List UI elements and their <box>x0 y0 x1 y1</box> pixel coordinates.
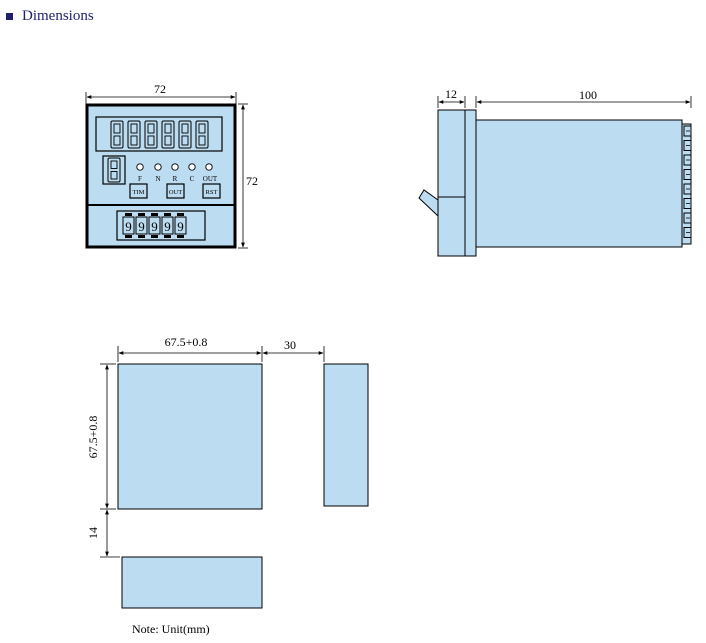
led-r-icon <box>171 163 179 171</box>
main-digit <box>127 120 141 149</box>
thumbwheel-digit: 9 <box>138 219 145 234</box>
thumbwheel-tab-top <box>138 213 145 216</box>
rst-button-label: RST <box>206 189 218 196</box>
thumbwheel-digit-box[interactable] <box>174 216 187 235</box>
side-view: 12 100 <box>418 87 692 257</box>
tim-button-label: TIM <box>133 189 145 196</box>
front-view: 72 72 F N R C OUT TIM <box>85 82 258 249</box>
main-display-digits <box>110 120 209 149</box>
thumbwheel-digit-box[interactable] <box>148 216 161 235</box>
led-out-icon <box>205 163 213 171</box>
horizontal-gap-label: 30 <box>284 338 296 352</box>
thumbwheel-tab-bottom <box>151 235 158 238</box>
vertical-gap-label: 14 <box>86 527 100 539</box>
thumbwheel-tab-bottom <box>138 235 145 238</box>
main-digit <box>195 120 209 149</box>
main-digit <box>110 120 124 149</box>
cutout-adjacent-below <box>121 556 263 609</box>
thumbwheel-tab-bottom <box>177 235 184 238</box>
section-title: Dimensions <box>22 7 94 24</box>
main-display <box>95 116 223 152</box>
side-bezel <box>437 109 466 257</box>
bezel-depth-label: 12 <box>445 87 457 101</box>
tim-button[interactable]: TIM <box>129 183 148 199</box>
unit-note: Note: Unit(mm) <box>132 622 210 636</box>
thumbwheel-digit: 9 <box>151 219 158 234</box>
cutout-height-label: 67.5+0.8 <box>86 416 100 459</box>
section-header: Dimensions <box>6 5 94 27</box>
panel-cutout-view: 67.5+0.8 30 67.5+0.8 14 <box>86 335 369 609</box>
thumbwheel-digit-box[interactable] <box>161 216 174 235</box>
body-depth-label: 100 <box>579 88 597 102</box>
main-digit <box>144 120 158 149</box>
thumbwheel-tab-top <box>151 213 158 216</box>
thumbwheel-digit: 9 <box>125 219 132 234</box>
sub-digit <box>107 157 121 183</box>
thumbwheel-digit: 9 <box>177 219 184 234</box>
terminal-screws <box>683 125 692 238</box>
thumbwheel-tab-bottom <box>125 235 132 238</box>
front-height-label: 72 <box>246 174 258 188</box>
indicator-group: F N R C OUT <box>136 163 218 183</box>
out-button-label: OUT <box>169 189 182 196</box>
indicator-label-f: F <box>138 175 142 183</box>
indicator-label-r: R <box>173 175 178 183</box>
side-flange <box>464 109 477 257</box>
led-f-icon <box>136 163 144 171</box>
thumbwheel-tab-top <box>177 213 184 216</box>
indicator-label-n: N <box>155 175 160 183</box>
thumbwheel-tab-bottom <box>164 235 171 238</box>
sub-display-digit <box>107 157 121 183</box>
side-body <box>475 119 683 248</box>
cutout-adjacent-right <box>323 363 369 507</box>
thumbwheel-tab-top <box>125 213 132 216</box>
square-bullet-icon <box>6 12 13 20</box>
sub-display <box>102 155 126 185</box>
cutout-width-label: 67.5+0.8 <box>165 335 208 349</box>
rst-button[interactable]: RST <box>202 183 221 199</box>
thumbwheel-digit: 9 <box>164 219 171 234</box>
front-width-label: 72 <box>154 82 166 96</box>
indicator-label-c: C <box>190 175 195 183</box>
led-n-icon <box>154 163 162 171</box>
led-c-icon <box>188 163 196 171</box>
out-button[interactable]: OUT <box>166 183 185 199</box>
thumbwheel-digit-box[interactable] <box>122 216 135 235</box>
indicator-label-out: OUT <box>203 175 218 183</box>
main-digit <box>178 120 192 149</box>
thumbwheel-digit-box[interactable] <box>135 216 148 235</box>
cutout-main <box>117 363 263 510</box>
main-digit <box>161 120 175 149</box>
side-lever <box>418 189 439 218</box>
thumbwheel-tab-top <box>164 213 171 216</box>
